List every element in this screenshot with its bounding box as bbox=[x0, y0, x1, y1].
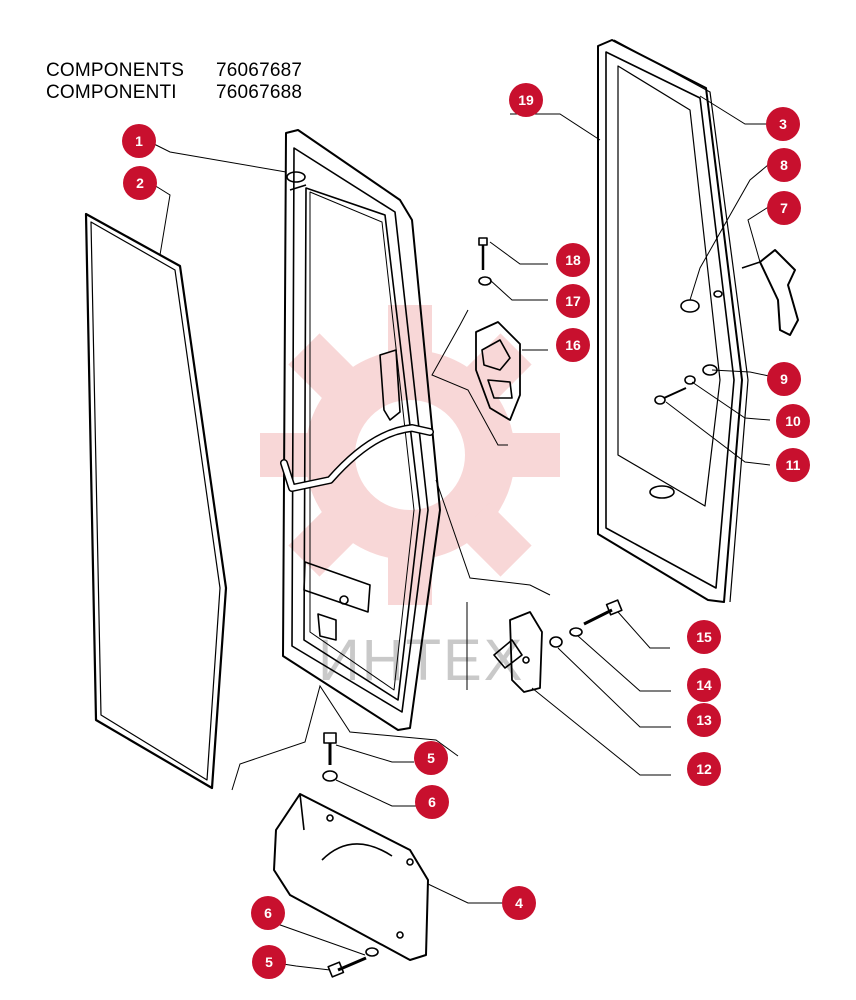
svg-text:5: 5 bbox=[265, 954, 273, 970]
svg-text:6: 6 bbox=[428, 794, 436, 810]
svg-text:17: 17 bbox=[565, 293, 581, 309]
callout-17: 17 bbox=[556, 284, 590, 318]
callout-14: 14 bbox=[687, 668, 721, 702]
callout-5-bottom: 5 bbox=[252, 945, 286, 979]
leader-lines bbox=[151, 95, 771, 971]
callout-16: 16 bbox=[556, 328, 590, 362]
washer-6-bottom bbox=[365, 947, 379, 957]
svg-text:18: 18 bbox=[565, 252, 581, 268]
componenti-code: 76067688 bbox=[216, 82, 303, 103]
callout-12: 12 bbox=[687, 752, 721, 786]
callout-10: 10 bbox=[776, 404, 810, 438]
callout-9: 9 bbox=[767, 362, 801, 396]
callout-13: 13 bbox=[687, 703, 721, 737]
svg-text:5: 5 bbox=[427, 750, 435, 766]
components-label: COMPONENTS bbox=[46, 60, 185, 81]
svg-text:1: 1 bbox=[135, 133, 143, 149]
callout-2: 2 bbox=[123, 166, 157, 200]
svg-text:16: 16 bbox=[565, 337, 581, 353]
callout-7: 7 bbox=[767, 191, 801, 225]
seal-gasket bbox=[84, 212, 228, 790]
callout-18: 18 bbox=[556, 243, 590, 277]
callout-3: 3 bbox=[766, 107, 800, 141]
washer-13 bbox=[549, 636, 563, 648]
componenti-row: COMPONENTI 76067688 bbox=[46, 82, 302, 104]
svg-text:15: 15 bbox=[696, 629, 712, 645]
screw-11 bbox=[654, 387, 687, 405]
svg-text:4: 4 bbox=[515, 895, 523, 911]
door-handle bbox=[741, 249, 799, 336]
bolt-5-bottom bbox=[327, 956, 367, 978]
svg-text:19: 19 bbox=[518, 92, 534, 108]
components-row: COMPONENTS 76067687 bbox=[46, 60, 302, 82]
callout-6-top: 6 bbox=[415, 785, 449, 819]
watermark-text: ИНТЕХ bbox=[318, 628, 524, 693]
svg-text:14: 14 bbox=[696, 677, 712, 693]
washer-10 bbox=[684, 375, 696, 385]
lock-bracket bbox=[475, 321, 521, 421]
svg-text:13: 13 bbox=[696, 712, 712, 728]
washer-17 bbox=[478, 276, 492, 286]
componenti-label: COMPONENTI bbox=[46, 82, 177, 103]
svg-text:8: 8 bbox=[780, 157, 788, 173]
svg-text:7: 7 bbox=[780, 200, 788, 216]
door-frame bbox=[280, 129, 441, 731]
svg-text:2: 2 bbox=[136, 175, 144, 191]
callout-19: 19 bbox=[509, 83, 543, 117]
callout-8: 8 bbox=[767, 148, 801, 182]
washer-6-top bbox=[322, 770, 338, 782]
bolt-18 bbox=[478, 237, 488, 270]
bolt-5-top bbox=[323, 732, 337, 765]
svg-text:6: 6 bbox=[264, 905, 272, 921]
callout-15: 15 bbox=[687, 620, 721, 654]
glass-panel bbox=[597, 39, 743, 603]
svg-text:11: 11 bbox=[786, 457, 801, 473]
callout-6-bottom: 6 bbox=[251, 896, 285, 930]
components-code: 76067687 bbox=[216, 60, 303, 81]
washer-14 bbox=[569, 627, 583, 637]
svg-text:9: 9 bbox=[780, 371, 788, 387]
callout-5-top: 5 bbox=[414, 741, 448, 775]
svg-text:12: 12 bbox=[696, 761, 712, 777]
callouts: 1 2 3 4 5 5 6 6 7 8 9 10 11 12 13 14 15 … bbox=[122, 83, 810, 979]
hinge-cover bbox=[273, 793, 429, 961]
callout-1: 1 bbox=[122, 124, 156, 158]
striker-12 bbox=[493, 611, 543, 693]
bolt-15 bbox=[583, 599, 623, 626]
callout-4: 4 bbox=[502, 886, 536, 920]
svg-text:10: 10 bbox=[785, 413, 801, 429]
bush-8 bbox=[680, 299, 700, 313]
glass-gasket bbox=[613, 39, 749, 603]
svg-text:3: 3 bbox=[779, 116, 787, 132]
callout-11: 11 bbox=[776, 448, 810, 482]
